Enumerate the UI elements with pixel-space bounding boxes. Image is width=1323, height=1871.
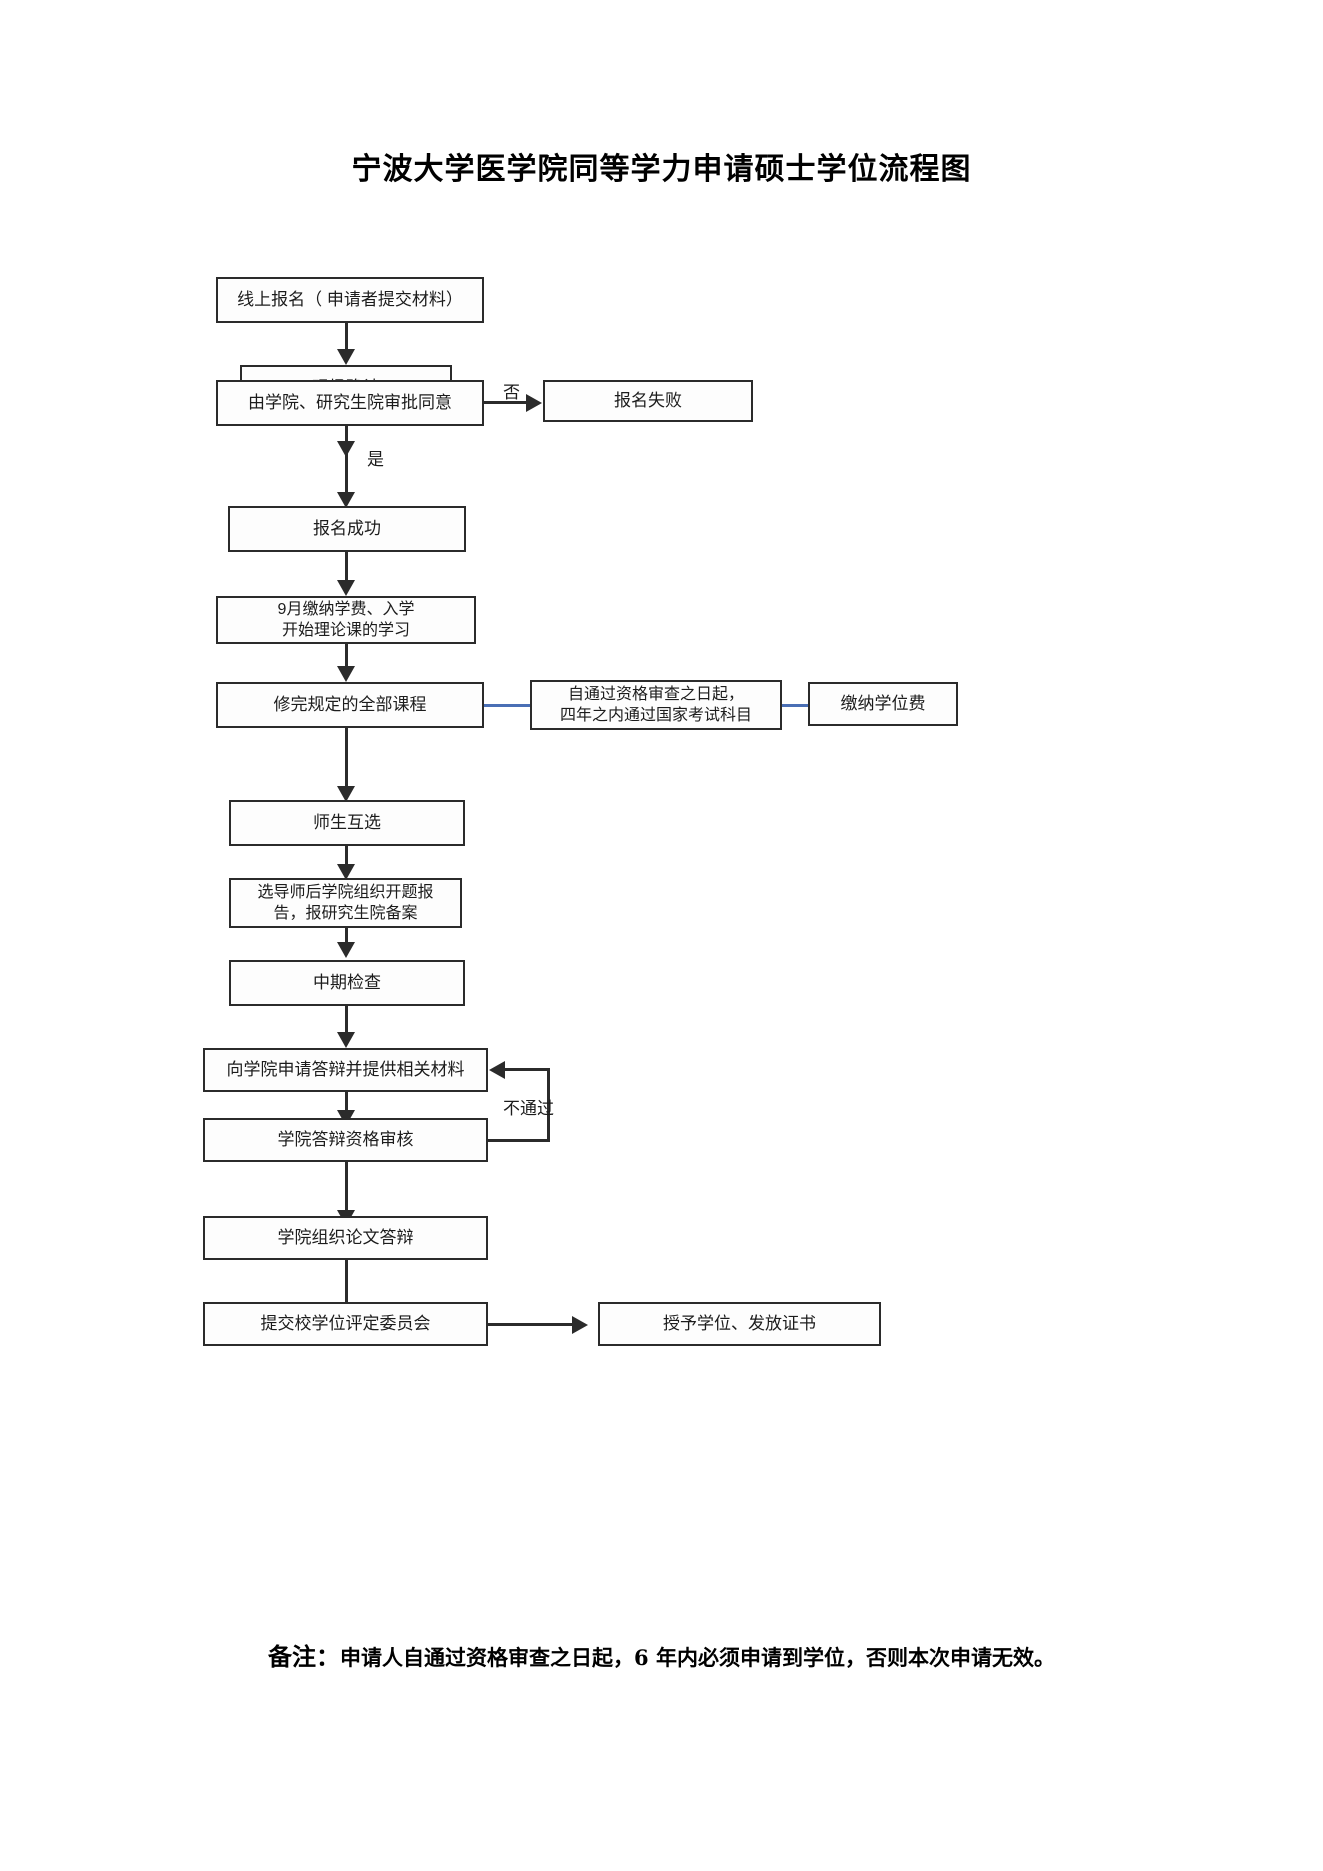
arrow-n1-n2-icon (337, 349, 355, 365)
node-complete-courses: 修完规定的全部课程 (216, 682, 484, 728)
arrow-n6-n7-icon (337, 666, 355, 682)
arrow-n11-n12-icon (337, 942, 355, 958)
arrow-n3-n4-icon (526, 394, 542, 412)
arrow-n10-n11-icon (337, 864, 355, 880)
node-national-exam-deadline: 自通过资格审查之日起， 四年之内通过国家考试科目 (530, 680, 782, 730)
arrow-n5-n6-icon (337, 580, 355, 596)
footer-note-body: 申请人自通过资格审查之日起，6 年内必须申请到学位，否则本次申请无效。 (340, 1645, 1055, 1670)
connector-fail-loop-bottom (488, 1139, 550, 1142)
node-registration-failed: 报名失败 (543, 380, 753, 422)
node-midterm-check: 中期检查 (229, 960, 465, 1006)
connector-n13-n14 (345, 1092, 348, 1114)
arrow-n7-n10-icon (337, 786, 355, 802)
connector-n5-n6 (345, 552, 348, 584)
connector-n11-n12 (345, 928, 348, 946)
node-online-registration: 线上报名（ 申请者提交材料） (216, 277, 484, 323)
connector-n7-n10 (345, 728, 348, 790)
connector-n15-n16 (345, 1260, 348, 1312)
connector-n8-n9 (782, 704, 808, 707)
connector-n16-n17 (488, 1323, 576, 1326)
connector-n3-n4 (484, 401, 532, 404)
node-thesis-defense: 学院组织论文答辩 (203, 1216, 488, 1260)
arrow-fail-loop-icon (489, 1061, 505, 1079)
connector-n6-n7 (345, 644, 348, 672)
edge-label-yes: 是 (367, 450, 384, 469)
connector-n3-n5 (345, 426, 348, 496)
edge-label-fail: 不通过 (503, 1099, 554, 1118)
node-award-degree: 授予学位、发放证书 (598, 1302, 881, 1346)
node-defense-qualification-review: 学院答辩资格审核 (203, 1118, 488, 1162)
edge-label-no: 否 (503, 383, 520, 402)
connector-n10-n11 (345, 846, 348, 870)
node-pay-degree-fee: 缴纳学位费 (808, 682, 958, 726)
arrow-n3-n5-icon (337, 492, 355, 508)
page-title: 宁波大学医学院同等学力申请硕士学位流程图 (351, 152, 972, 187)
footer-note-lead: 备注： (268, 1642, 341, 1671)
arrow-n16-n17-icon (572, 1316, 588, 1334)
arrow-n12-n13-icon (337, 1032, 355, 1048)
connector-n7-n8 (484, 704, 530, 707)
footer-note: 备注：申请人自通过资格审查之日起，6 年内必须申请到学位，否则本次申请无效。 (0, 1637, 1323, 1672)
node-registration-success: 报名成功 (228, 506, 466, 552)
connector-fail-loop-right (547, 1068, 550, 1142)
connector-n12-n13 (345, 1006, 348, 1036)
connector-fail-loop-top (505, 1068, 550, 1071)
node-apply-defense: 向学院申请答辩并提供相关材料 (203, 1048, 488, 1092)
connector-n1-n2 (345, 323, 348, 353)
node-pay-tuition-enroll: 9月缴纳学费、入学 开始理论课的学习 (216, 596, 476, 644)
node-review-approve: 由学院、研究生院审批同意 (216, 380, 484, 426)
node-proposal-report: 选导师后学院组织开题报 告，报研究生院备案 (229, 878, 462, 928)
connector-n14-n15 (345, 1162, 348, 1214)
node-submit-degree-committee: 提交校学位评定委员会 (203, 1302, 488, 1346)
node-mutual-selection: 师生互选 (229, 800, 465, 846)
